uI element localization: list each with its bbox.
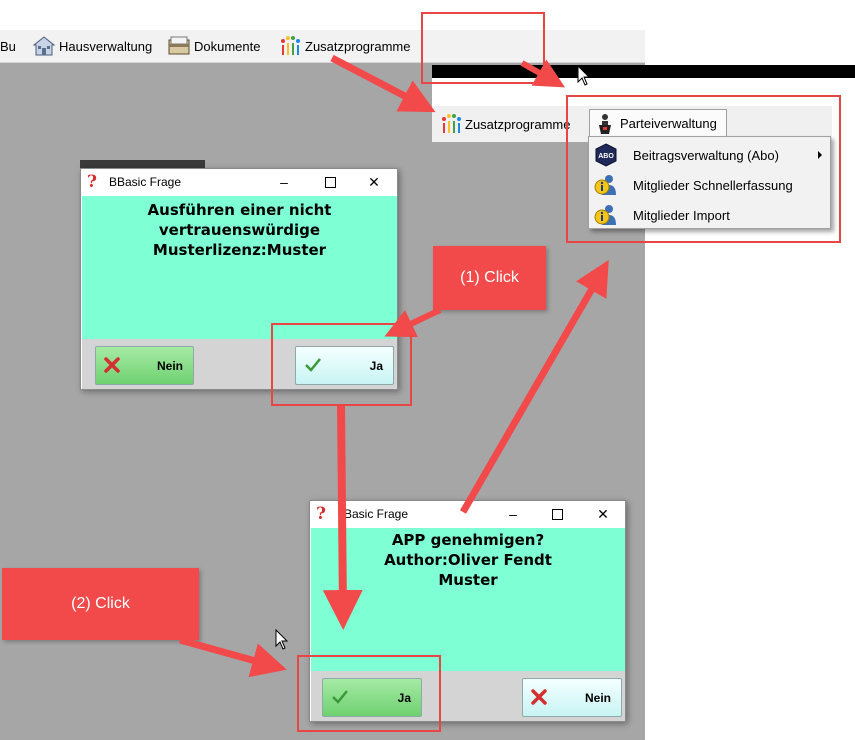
callout-click-2: (2) Click [2, 568, 199, 640]
checkmark-icon [304, 357, 322, 376]
callout-click-2-label: (2) Click [71, 595, 130, 612]
no-button-label: Nein [156, 358, 183, 373]
menu-item-mitglieder-import[interactable]: Mitglieder Import [589, 200, 830, 230]
tab-zusatzprogramme-label: Zusatzprogramme [465, 116, 571, 132]
house-icon [33, 36, 55, 56]
message-line: Ausführen einer nicht [147, 201, 332, 219]
member-info-icon [593, 172, 619, 198]
menu-item-beitragsverwaltung[interactable]: ABO Beitragsverwaltung (Abo) [589, 140, 830, 170]
yes-button[interactable]: Ja [322, 678, 422, 717]
message-line: Author:Oliver Fendt [384, 551, 552, 569]
message-line: vertrauenswürdige [158, 221, 321, 239]
dialog-message: Ausführen einer nicht vertrauenswürdige … [82, 196, 397, 339]
dialog-message: APP genehmigen? Author:Oliver Fendt Must… [311, 528, 625, 671]
close-button[interactable]: ✕ [597, 505, 609, 522]
no-button[interactable]: Nein [522, 678, 622, 717]
minimize-button[interactable]: – [280, 174, 288, 190]
speaker-podium-icon [599, 113, 611, 134]
dialog-basic-frage: ? Basic Frage – ✕ APP genehmigen? Author… [309, 500, 626, 722]
menu-item-bu[interactable]: Bu [0, 30, 16, 62]
abo-icon: ABO [593, 142, 619, 168]
menu-item-mitglieder-schnellerfassung-label: Mitglieder Schnellerfassung [633, 177, 793, 193]
menu-item-hausverwaltung[interactable]: Hausverwaltung [33, 30, 152, 62]
tab-parteiverwaltung[interactable]: Parteiverwaltung [589, 109, 727, 137]
yes-button-label: Ja [397, 690, 411, 705]
submenu-arrow-icon [818, 151, 822, 159]
yes-button-label: Ja [369, 358, 383, 373]
tab-zusatzprogramme[interactable]: Zusatzprogramme [440, 112, 570, 136]
dialog-button-bar: Ja Nein [311, 671, 625, 721]
menu-item-bu-label: Bu [0, 38, 16, 54]
red-x-icon [531, 689, 547, 708]
parteiverwaltung-dropdown: ABO Beitragsverwaltung (Abo) Mitglieder … [588, 136, 831, 229]
dialog-titlebar: ? Basic Frage – ✕ [310, 501, 625, 527]
menu-item-hausverwaltung-label: Hausverwaltung [59, 38, 153, 54]
dialog-title: BBasic Frage [109, 175, 182, 189]
maximize-button[interactable] [307, 169, 353, 195]
document-box-icon [168, 36, 190, 55]
callout-click-1-label: (1) Click [460, 269, 519, 286]
message-line: APP genehmigen? [391, 531, 545, 549]
annotation-box-titlebar [421, 12, 545, 84]
message-line: Musterlizenz:Muster [152, 241, 327, 259]
member-info-icon [593, 202, 619, 228]
no-button-label: Nein [584, 690, 611, 705]
dialog-title: Basic Frage [344, 507, 409, 521]
minimize-button[interactable]: – [509, 506, 517, 522]
message-line: Muster [438, 571, 498, 589]
main-menubar: Bu Hausverwaltung Dokumente Zusatzprogra… [0, 30, 645, 63]
menu-item-zusatzprogramme-label: Zusatzprogramme [305, 38, 411, 54]
abo-badge-text: ABO [598, 153, 614, 160]
red-x-icon [104, 357, 120, 376]
yes-button[interactable]: Ja [295, 346, 394, 385]
callout-click-1: (1) Click [433, 246, 546, 310]
dialog-button-bar: Nein Ja [82, 339, 397, 389]
checkmark-icon [331, 689, 349, 708]
menu-item-dokumente-label: Dokumente [194, 38, 261, 54]
question-mark-icon: ? [316, 504, 326, 524]
people-colorful-icon [442, 114, 461, 133]
maximize-button[interactable] [534, 501, 580, 527]
annotation-box-menu [566, 95, 841, 243]
annotation-box-yes1 [271, 323, 412, 406]
menu-item-dokumente[interactable]: Dokumente [168, 30, 260, 62]
menu-item-beitragsverwaltung-label: Beitragsverwaltung (Abo) [633, 147, 779, 163]
background-window-fragment [80, 160, 205, 170]
menu-item-mitglieder-import-label: Mitglieder Import [633, 207, 730, 223]
people-colorful-icon [281, 36, 300, 55]
question-mark-icon: ? [87, 172, 97, 192]
menu-item-mitglieder-schnellerfassung[interactable]: Mitglieder Schnellerfassung [589, 170, 830, 200]
menu-item-zusatzprogramme[interactable]: Zusatzprogramme [279, 30, 410, 62]
no-button[interactable]: Nein [95, 346, 194, 385]
dialog-titlebar: ? BBasic Frage – ✕ [81, 169, 397, 195]
tab-parteiverwaltung-label: Parteiverwaltung [620, 116, 717, 131]
dialog-bbasic-frage: ? BBasic Frage – ✕ Ausführen einer nicht… [80, 168, 398, 390]
close-button[interactable]: ✕ [368, 173, 380, 190]
annotation-box-yes2 [297, 655, 441, 732]
